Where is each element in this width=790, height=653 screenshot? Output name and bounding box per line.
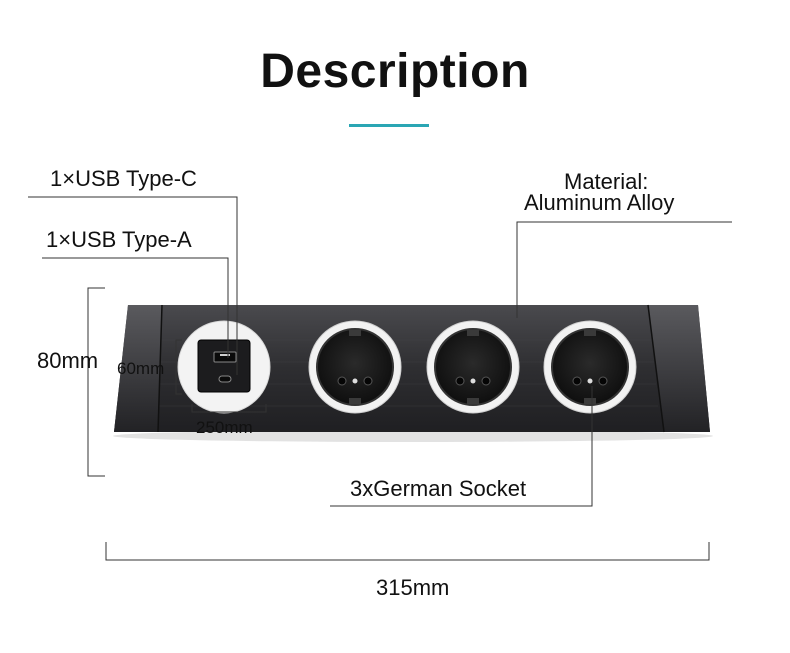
right-end-cap	[648, 305, 710, 432]
socket-3	[543, 320, 637, 414]
material-label-line1: Material:	[564, 169, 649, 194]
usb-module	[177, 320, 271, 414]
module-height-label: 60mm	[117, 359, 165, 378]
usb-a-label: 1×USB Type-A	[46, 227, 192, 252]
width-label: 315mm	[376, 575, 450, 600]
page-title: Description	[260, 45, 530, 98]
title-underline	[349, 124, 429, 127]
usb-a-port-icon	[213, 351, 237, 363]
material-label-line2: Aluminum Alloy	[524, 190, 675, 215]
usb-c-port-icon	[218, 375, 232, 383]
left-end-cap	[114, 305, 162, 432]
usb-c-label: 1×USB Type-C	[50, 166, 197, 191]
module-width-label: 250mm	[196, 418, 253, 437]
height-label: 80mm	[37, 348, 99, 373]
callout-lines	[28, 196, 732, 561]
socket-2	[426, 320, 520, 414]
socket-1	[308, 320, 402, 414]
sockets-label: 3xGerman Socket	[350, 476, 527, 501]
